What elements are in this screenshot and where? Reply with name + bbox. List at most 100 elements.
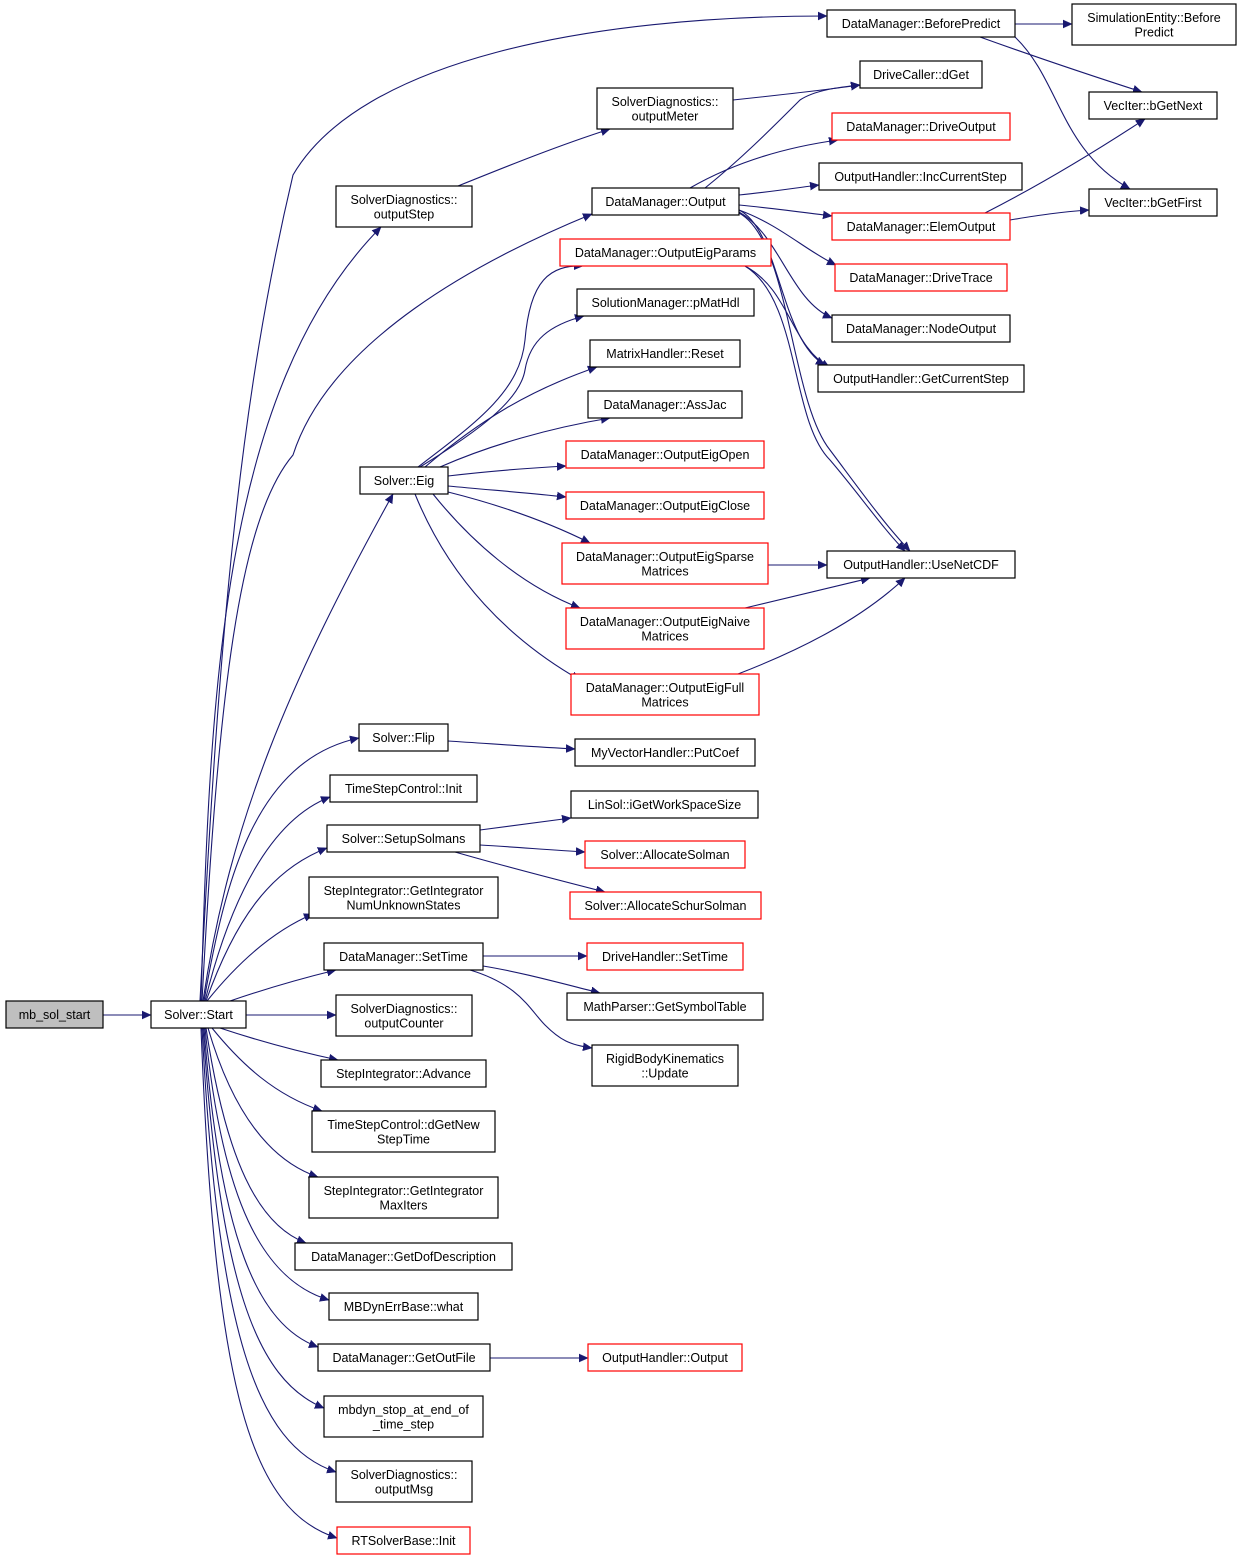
node-box [359, 466, 449, 495]
node-box [569, 891, 762, 920]
node-mbdynerrbase-what[interactable]: MBDynErrBase::what [328, 1292, 479, 1321]
node-label: SimulationEntity::Before [1087, 11, 1220, 25]
node-box [831, 314, 1011, 343]
node-box [566, 992, 764, 1021]
edge-dm_settime-to-rbk_update [469, 969, 592, 1048]
node-box [335, 1460, 473, 1503]
node-solver-allocatesolman[interactable]: Solver::AllocateSolman [584, 840, 746, 869]
edge-solver_eig-to-mh_reset [424, 367, 597, 468]
node-box [591, 1044, 739, 1087]
node-label: outputMsg [375, 1482, 433, 1496]
edge-dm_elemoutput-to-vec_bgetfirst [1009, 210, 1089, 221]
edge-solver_start-to-si_advance [219, 1027, 338, 1060]
node-label: OutputHandler::GetCurrentStep [833, 372, 1009, 386]
node-rbk-update[interactable]: RigidBodyKinematics::Update [591, 1044, 739, 1087]
node-label: DataManager::ElemOutput [847, 220, 996, 234]
node-mb-sol-start[interactable]: mb_sol_start [5, 1000, 104, 1029]
node-oh-output[interactable]: OutputHandler::Output [587, 1343, 743, 1372]
node-si-advance[interactable]: StepIntegrator::Advance [320, 1059, 487, 1088]
node-oh-usenetcdf[interactable]: OutputHandler::UseNetCDF [826, 550, 1016, 579]
node-dm-assjac[interactable]: DataManager::AssJac [587, 390, 743, 419]
edge-solver_start-to-mbdyn_stop [202, 1027, 324, 1408]
node-box [323, 1395, 484, 1438]
node-oh-inccurrentstep[interactable]: OutputHandler::IncCurrentStep [818, 162, 1023, 191]
node-linsol-igetwss[interactable]: LinSol::iGetWorkSpaceSize [570, 790, 759, 819]
node-box [576, 288, 755, 317]
nodes-layer: mb_sol_start Solver::Start DataManager::Be… [5, 3, 1237, 1555]
node-label: SolverDiagnostics:: [351, 1468, 458, 1482]
node-se-beforepredict[interactable]: SimulationEntity::BeforePredict [1071, 3, 1237, 46]
node-dm-getoutfile[interactable]: DataManager::GetOutFile [317, 1343, 491, 1372]
node-solver-start[interactable]: Solver::Start [150, 1000, 247, 1029]
node-mh-reset[interactable]: MatrixHandler::Reset [589, 339, 741, 368]
node-box [587, 1343, 743, 1372]
node-label: SolutionManager::pMatHdl [592, 296, 740, 310]
node-label: DataManager::SetTime [339, 950, 468, 964]
node-label: Predict [1135, 25, 1174, 39]
node-label: outputMeter [632, 109, 699, 123]
edge-solver_start-to-dm_output [201, 214, 592, 1002]
node-dm-beforepredict[interactable]: DataManager::BeforePredict [826, 9, 1016, 38]
node-tsc-init[interactable]: TimeStepControl::Init [329, 774, 478, 803]
node-label: RTSolverBase::Init [352, 1534, 457, 1548]
node-solver-allocateschur[interactable]: Solver::AllocateSchurSolman [569, 891, 762, 920]
node-label: Solver::SetupSolmans [342, 832, 466, 846]
node-vec-bgetnext[interactable]: VecIter::bGetNext [1088, 91, 1218, 120]
edge-solver_start-to-dm_settime [229, 970, 336, 1002]
node-label: DataManager::OutputEigParams [575, 246, 756, 260]
node-label: DataManager::OutputEigNaive [580, 615, 750, 629]
node-mbdyn-stop[interactable]: mbdyn_stop_at_end_of_time_step [323, 1395, 484, 1438]
node-rtsb-init[interactable]: RTSolverBase::Init [336, 1526, 471, 1555]
node-box [311, 1110, 496, 1153]
node-label: StepTime [377, 1132, 430, 1146]
edge-solver_eig-to-dm_outputeigopen [447, 466, 566, 477]
node-dm-nodeoutput[interactable]: DataManager::NodeOutput [831, 314, 1011, 343]
node-label: outputCounter [364, 1016, 443, 1030]
node-vec-bgetfirst[interactable]: VecIter::bGetFirst [1088, 188, 1218, 217]
node-sd-outputmeter[interactable]: SolverDiagnostics::outputMeter [596, 87, 734, 130]
node-solver-setupsolmans[interactable]: Solver::SetupSolmans [326, 824, 481, 853]
node-label: Solver::Start [164, 1008, 233, 1022]
node-dm-outputeigparams[interactable]: DataManager::OutputEigParams [559, 238, 772, 267]
node-label: DataManager::OutputEigOpen [581, 448, 750, 462]
node-sm-pmathdl[interactable]: SolutionManager::pMatHdl [576, 288, 755, 317]
node-dh-settime[interactable]: DriveHandler::SetTime [586, 942, 744, 971]
node-label: outputStep [374, 207, 435, 221]
node-dm-outputeigopen[interactable]: DataManager::OutputEigOpen [565, 440, 765, 469]
node-label: ::Update [641, 1066, 688, 1080]
node-drivecaller-dget[interactable]: DriveCaller::dGet [859, 60, 983, 89]
edge-solver_eig-to-dm_outputeigsparse [447, 491, 590, 544]
node-dm-outputeigclose[interactable]: DataManager::OutputEigClose [565, 491, 765, 520]
node-dm-driveoutput[interactable]: DataManager::DriveOutput [831, 112, 1011, 141]
node-label: mbdyn_stop_at_end_of [338, 1403, 469, 1417]
node-box [831, 112, 1011, 141]
node-label: DataManager::OutputEigFull [586, 681, 744, 695]
node-solver-flip[interactable]: Solver::Flip [358, 723, 449, 752]
edge-dm_output-to-dm_elemoutput [738, 204, 832, 216]
node-label: DataManager::GetDofDescription [311, 1250, 496, 1264]
node-dm-output[interactable]: DataManager::Output [591, 187, 740, 216]
node-dm-elemoutput[interactable]: DataManager::ElemOutput [831, 212, 1011, 241]
node-si-getintnumunknown[interactable]: StepIntegrator::GetIntegratorNumUnknownS… [308, 876, 499, 919]
node-dm-getdofdescription[interactable]: DataManager::GetDofDescription [294, 1242, 513, 1271]
node-oh-getcurrentstep[interactable]: OutputHandler::GetCurrentStep [817, 364, 1025, 393]
node-myvh-putcoef[interactable]: MyVectorHandler::PutCoef [574, 738, 756, 767]
node-dm-drivetrace[interactable]: DataManager::DriveTrace [834, 263, 1008, 292]
node-sd-outputcounter[interactable]: SolverDiagnostics::outputCounter [335, 994, 473, 1037]
edge-dm_beforepredict-to-vec_bgetnext [979, 36, 1142, 92]
node-sd-outputstep[interactable]: SolverDiagnostics::outputStep [335, 185, 473, 228]
node-solver-eig[interactable]: Solver::Eig [359, 466, 449, 495]
node-label: DriveHandler::SetTime [602, 950, 728, 964]
node-box [831, 212, 1011, 241]
node-mp-getsymboltable[interactable]: MathParser::GetSymbolTable [566, 992, 764, 1021]
node-dm-settime[interactable]: DataManager::SetTime [323, 942, 484, 971]
node-sd-outputmsg[interactable]: SolverDiagnostics::outputMsg [335, 1460, 473, 1503]
edge-sd_outputstep-to-sd_outputmeter [457, 129, 610, 187]
node-label: VecIter::bGetNext [1104, 99, 1203, 113]
node-box [1071, 3, 1237, 46]
